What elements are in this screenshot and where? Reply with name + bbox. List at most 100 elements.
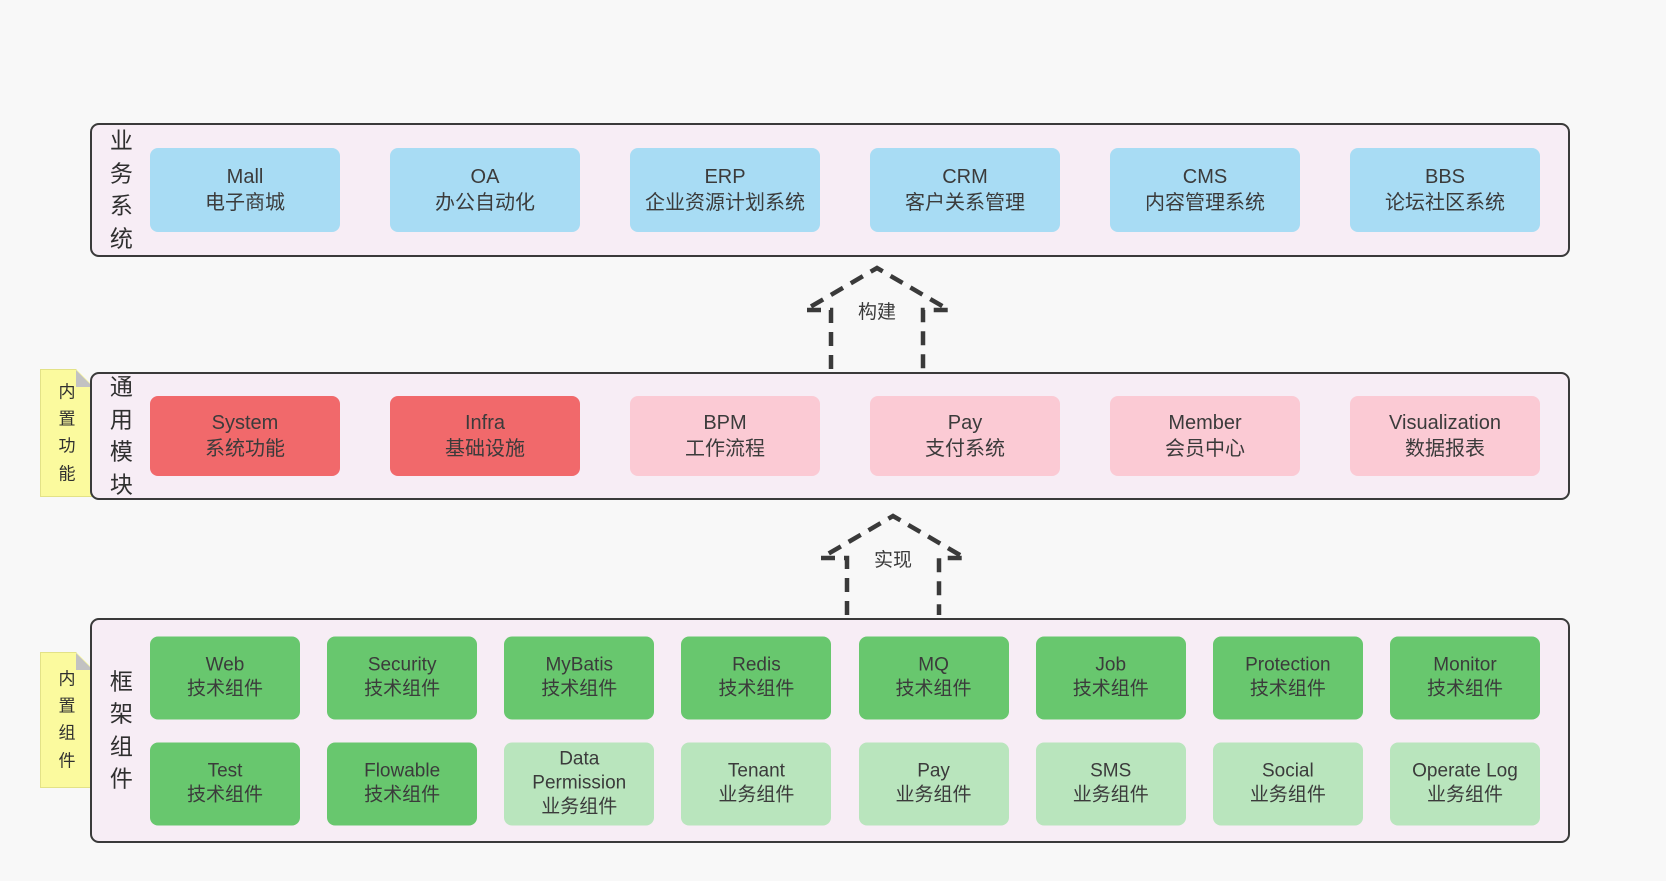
box-name: Test <box>207 760 243 782</box>
note-built-in-components: 内置组件 <box>40 652 94 788</box>
box-member: Member 会员中心 <box>1110 396 1300 476</box>
box-infra: Infra 基础设施 <box>390 396 580 476</box>
box-oa: OA 办公自动化 <box>390 148 580 232</box>
box-name: OA <box>470 165 500 188</box>
box-subtitle: 技术组件 <box>186 784 263 806</box>
up-arrow-icon <box>802 265 952 369</box>
box-name: Security <box>367 654 437 676</box>
layer-label: 业务系统 <box>109 127 133 252</box>
note-text: 内置组件 <box>58 669 76 771</box>
box-name: MyBatis <box>545 654 614 676</box>
folded-corner-icon <box>76 369 94 387</box>
box-name: System <box>211 411 279 434</box>
box-bpm: BPM 工作流程 <box>630 396 820 476</box>
box-subtitle: 技术组件 <box>1072 678 1149 700</box>
box-name: Visualization <box>1389 411 1501 434</box>
box-subtitle: 技术组件 <box>364 784 441 806</box>
box-name: Infra <box>464 411 506 434</box>
box-subtitle: 系统功能 <box>205 438 285 460</box>
box-pay: Pay 支付系统 <box>870 396 1060 476</box>
implement-arrow: 实现 <box>818 512 968 618</box>
box-subtitle: 技术组件 <box>1426 678 1503 700</box>
box-name: BBS <box>1424 165 1466 188</box>
box-subtitle: 论坛社区系统 <box>1385 192 1505 214</box>
box-cms: CMS 内容管理系统 <box>1110 148 1300 232</box>
build-arrow: 构建 <box>802 264 952 372</box>
box-subtitle: 业务组件 <box>895 784 972 806</box>
box-name: Social <box>1261 760 1314 782</box>
box-rows: System 系统功能 Infra 基础设施 BPM 工作流程 Pay 支付系统 Member 会… <box>150 396 1540 476</box>
box-name: Flowable <box>364 760 441 782</box>
box-subtitle: 技术组件 <box>186 678 263 700</box>
box-subtitle: 业务组件 <box>1072 784 1149 806</box>
box-subtitle: 内容管理系统 <box>1145 192 1265 214</box>
box-name: SMS <box>1090 760 1132 782</box>
box-subtitle: 电子商城 <box>205 192 285 214</box>
box-name: Pay <box>917 760 950 782</box>
box-system: System 系统功能 <box>150 396 340 476</box>
box-subtitle: 业务组件 <box>1426 784 1503 806</box>
box-bbs: BBS 论坛社区系统 <box>1350 148 1540 232</box>
box-name: Web <box>205 654 245 676</box>
box-subtitle: 技术组件 <box>541 678 618 700</box>
box-name: CMS <box>1182 165 1228 188</box>
box-name: Pay <box>947 411 983 434</box>
layer-common-modules: 通用模块 System 系统功能 Infra 基础设施 BPM 工作流程 Pay 支付系统 Me… <box>90 372 1570 500</box>
box-name: Tenant <box>727 760 785 782</box>
box-name: ERP <box>704 165 746 188</box>
box-subtitle: 数据报表 <box>1405 438 1485 460</box>
box-name: Member <box>1168 411 1242 434</box>
box-name: Monitor <box>1433 654 1497 676</box>
box-mall: Mall 电子商城 <box>150 148 340 232</box>
box-name: MQ <box>918 654 949 676</box>
arrow-label: 实现 <box>870 544 916 573</box>
up-arrow-icon <box>818 513 968 615</box>
box-subtitle: 会员中心 <box>1165 438 1245 460</box>
box-visualization: Visualization 数据报表 <box>1350 396 1540 476</box>
box-subtitle: 业务组件 <box>541 796 618 818</box>
box-name: Operate Log <box>1412 760 1518 782</box>
box-name: Protection <box>1245 654 1331 676</box>
box-subtitle: 企业资源计划系统 <box>645 192 805 214</box>
box-subtitle: 业务组件 <box>1249 784 1326 806</box>
box-subtitle: 技术组件 <box>364 678 441 700</box>
box-subtitle: 业务组件 <box>718 784 795 806</box>
box-name: Data Permission <box>532 748 627 794</box>
box-subtitle: 办公自动化 <box>435 192 535 214</box>
note-text: 内置功能 <box>58 382 76 484</box>
box-row: System 系统功能 Infra 基础设施 BPM 工作流程 Pay 支付系统 Member 会… <box>150 396 1540 476</box>
layer-label: 通用模块 <box>109 373 133 498</box>
box-subtitle: 技术组件 <box>718 678 795 700</box>
box-subtitle: 技术组件 <box>895 678 972 700</box>
box-name: BPM <box>703 411 747 434</box>
box-erp: ERP 企业资源计划系统 <box>630 148 820 232</box>
box-subtitle: 支付系统 <box>925 438 1005 460</box>
box-name: Mall <box>226 165 264 188</box>
note-built-in-features: 内置功能 <box>40 369 94 497</box>
box-name: CRM <box>942 165 988 188</box>
box-subtitle: 工作流程 <box>685 438 765 460</box>
box-subtitle: 基础设施 <box>445 438 525 460</box>
box-subtitle: 技术组件 <box>1249 678 1326 700</box>
